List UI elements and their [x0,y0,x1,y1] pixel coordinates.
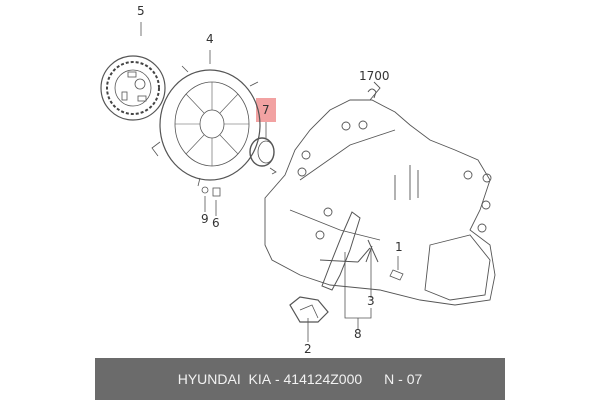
release-bearing-part [249,137,277,175]
callout-8[interactable]: 8 [354,327,362,341]
callout-5[interactable]: 5 [137,4,145,18]
separator-text: - [271,371,284,387]
pressure-plate-part [151,65,261,187]
callout-9[interactable]: 9 [201,212,209,226]
boot-part [289,296,329,323]
callout-1700[interactable]: 1700 [359,69,390,83]
callout-3[interactable]: 3 [367,294,375,308]
callout-4[interactable]: 4 [206,32,214,46]
clutch-disc-part [100,55,166,121]
transmission-housing-part [264,81,496,306]
callout-2[interactable]: 2 [304,342,312,356]
callout-7[interactable]: 7 [262,103,270,117]
part-footer-bar: HYUNDAI KIA - 414124Z000 N - 07 [95,358,505,400]
release-fork-part [319,211,379,291]
page-ref-text: N - 07 [384,371,423,387]
callout-1[interactable]: 1 [395,240,403,254]
part-number-text: 414124Z000 [283,371,363,387]
callout-6[interactable]: 6 [212,216,220,230]
brand-text: HYUNDAI KIA [177,371,272,387]
highlight-box [256,98,276,122]
